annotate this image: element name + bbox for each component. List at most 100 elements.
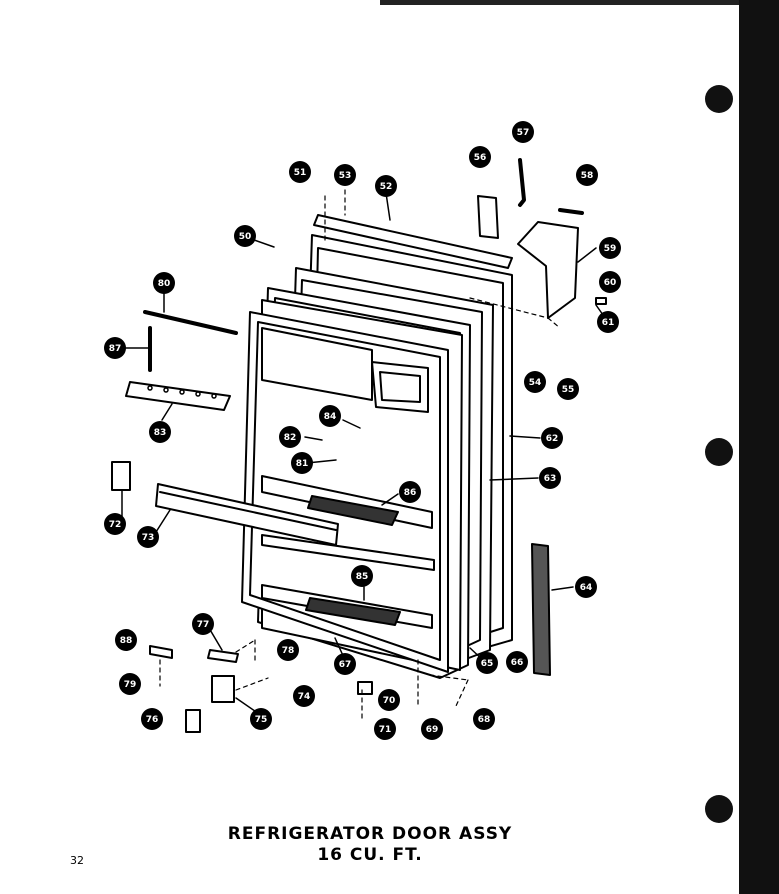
- callout-label: 59: [604, 244, 617, 254]
- callout-62: 62: [541, 427, 563, 449]
- shelf-retainer-86: [307, 495, 399, 526]
- callout-label: 69: [426, 725, 439, 735]
- callout-75: 75: [250, 708, 272, 730]
- plate-56: [477, 195, 499, 239]
- callout-circle: [115, 629, 137, 651]
- callout-51: 51: [289, 161, 311, 183]
- callout-label: 52: [380, 182, 393, 192]
- callout-77: 77: [192, 613, 214, 635]
- callout-70: 70: [378, 689, 400, 711]
- binder-hole: [705, 85, 733, 113]
- callout-label: 78: [282, 646, 295, 656]
- callout-85: 85: [351, 565, 373, 587]
- callout-80: 80: [153, 272, 175, 294]
- callout-66: 66: [506, 651, 528, 673]
- callout-label: 51: [294, 168, 307, 178]
- callout-82: 82: [279, 426, 301, 448]
- callout-circle: [319, 405, 341, 427]
- screw-60: [595, 297, 607, 305]
- callout-56: 56: [469, 146, 491, 168]
- callout-circle: [119, 673, 141, 695]
- callout-circle: [351, 565, 373, 587]
- callout-label: 84: [324, 412, 337, 422]
- scan-edge-right: [705, 0, 779, 894]
- callout-label: 80: [158, 279, 171, 289]
- callout-circle: [293, 685, 315, 707]
- callout-78: 78: [277, 639, 299, 661]
- callout-label: 66: [511, 658, 524, 668]
- callout-circle: [541, 427, 563, 449]
- callout-circle: [378, 689, 400, 711]
- callout-60: 60: [599, 271, 621, 293]
- callout-circle: [279, 426, 301, 448]
- callout-label: 75: [255, 715, 268, 725]
- callout-label: 56: [474, 153, 487, 163]
- callout-57: 57: [512, 121, 534, 143]
- handle-57: [518, 158, 526, 207]
- callout-circle: [141, 708, 163, 730]
- callout-label: 62: [546, 434, 559, 444]
- diagram-title: REFRIGERATOR DOOR ASSY: [227, 824, 513, 844]
- callout-circle: [469, 146, 491, 168]
- callout-circle: [473, 708, 495, 730]
- callout-79: 79: [119, 673, 141, 695]
- callout-circle: [192, 613, 214, 635]
- callout-circle: [153, 272, 175, 294]
- callout-label: 76: [146, 715, 159, 725]
- callout-label: 72: [109, 520, 122, 530]
- door-bar: [155, 483, 339, 546]
- callout-circle: [599, 237, 621, 259]
- callout-circle: [539, 467, 561, 489]
- callout-67: 67: [334, 653, 356, 675]
- hinge-77: [207, 649, 239, 663]
- callout-circle: [234, 225, 256, 247]
- callout-label: 60: [604, 278, 617, 288]
- bracket-72: [111, 461, 131, 491]
- callout-64: 64: [575, 576, 597, 598]
- callout-circle: [375, 175, 397, 197]
- callout-label: 63: [544, 474, 557, 484]
- callout-circle: [289, 161, 311, 183]
- top-trim: [313, 214, 513, 269]
- callout-circle: [104, 513, 126, 535]
- callout-label: 79: [124, 680, 137, 690]
- callout-81: 81: [291, 452, 313, 474]
- callout-65: 65: [476, 652, 498, 674]
- callout-label: 50: [239, 232, 252, 242]
- callout-83: 83: [149, 421, 171, 443]
- callout-84: 84: [319, 405, 341, 427]
- callout-circle: [277, 639, 299, 661]
- callout-63: 63: [539, 467, 561, 489]
- callout-59: 59: [599, 237, 621, 259]
- callout-58: 58: [576, 164, 598, 186]
- callout-label: 61: [602, 318, 615, 328]
- callout-55: 55: [557, 378, 579, 400]
- callout-label: 57: [517, 128, 530, 138]
- callout-circle: [506, 651, 528, 673]
- callout-54: 54: [524, 371, 546, 393]
- callout-69: 69: [421, 718, 443, 740]
- callout-circle: [104, 337, 126, 359]
- callout-circle: [149, 421, 171, 443]
- callout-label: 70: [383, 696, 396, 706]
- callout-circle: [399, 481, 421, 503]
- callout-label: 86: [404, 488, 417, 498]
- page-number: 32: [70, 854, 84, 867]
- callout-label: 74: [298, 692, 311, 702]
- callout-circle: [421, 718, 443, 740]
- callout-73: 73: [137, 526, 159, 548]
- bracket-88: [149, 645, 173, 659]
- callout-76: 76: [141, 708, 163, 730]
- binder-hole: [705, 438, 733, 466]
- top-bar-80: [143, 310, 238, 335]
- callout-circle: [137, 526, 159, 548]
- pin-58: [558, 208, 584, 215]
- callout-label: 77: [197, 620, 210, 630]
- callout-circle: [599, 271, 621, 293]
- callout-71: 71: [374, 718, 396, 740]
- callout-label: 71: [379, 725, 392, 735]
- hinge-75: [211, 675, 235, 703]
- callout-label: 68: [478, 715, 491, 725]
- callout-label: 83: [154, 428, 167, 438]
- callout-circle: [250, 708, 272, 730]
